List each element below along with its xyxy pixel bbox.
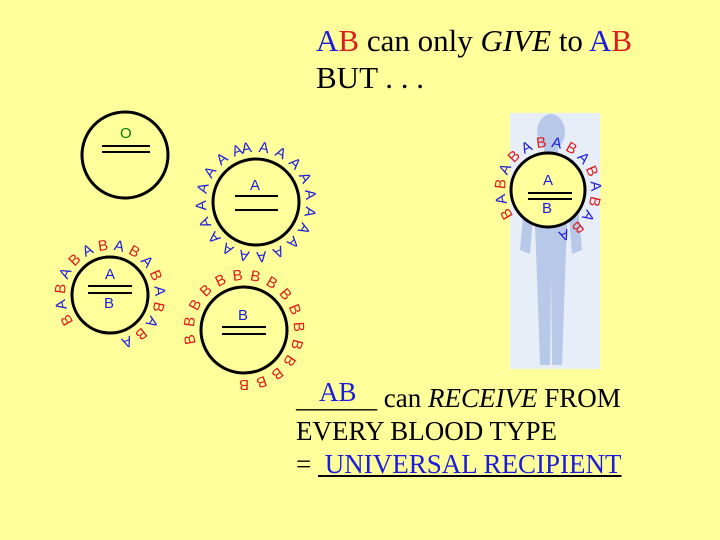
type-a-ring-a-glyph: A bbox=[301, 188, 319, 200]
type-a-ring-a-glyph: A bbox=[300, 205, 319, 218]
conclusion-every-blood-type: EVERY BLOOD TYPE bbox=[296, 416, 558, 446]
type-a-ring-a-glyph: A bbox=[270, 242, 286, 262]
type-b-ring-b-glyph: B bbox=[263, 273, 280, 293]
cell-o-label: O bbox=[120, 125, 132, 142]
cell-ab-left-label-b: B bbox=[104, 295, 114, 312]
ab-left-ring-a-glyph: A bbox=[79, 241, 96, 261]
conclusion-receive: RECEIVE bbox=[427, 383, 538, 413]
title-ab2-a: A bbox=[588, 23, 612, 58]
type-b-ring-b-glyph: B bbox=[254, 372, 269, 391]
ab-body-ring-a-glyph: A bbox=[586, 180, 604, 191]
ab-left-ring-b-glyph: B bbox=[65, 251, 84, 270]
type-a-ring-a-glyph: A bbox=[285, 154, 304, 173]
type-a-ring-a-glyph: A bbox=[272, 144, 289, 164]
cell-a-label: A bbox=[250, 177, 260, 194]
type-a-ring-a-glyph: A bbox=[219, 239, 236, 259]
type-b-ring-b-glyph: B bbox=[213, 271, 229, 291]
type-b-ring-b-glyph: B bbox=[290, 321, 308, 332]
type-b-ring-b-glyph: B bbox=[181, 316, 199, 328]
title-ab-a: A bbox=[316, 23, 339, 58]
cell-b-label: B bbox=[238, 307, 248, 324]
type-a-ring-a-glyph: A bbox=[196, 215, 216, 231]
title-but: BUT . . . bbox=[316, 60, 424, 95]
ab-left-ring-a-glyph: A bbox=[142, 313, 162, 331]
cell-ab-left-label-a: A bbox=[105, 266, 115, 283]
type-b-ring-b-glyph: B bbox=[268, 364, 286, 384]
type-b-ring-b-glyph: B bbox=[197, 281, 216, 300]
ab-body-ring-a-glyph: A bbox=[550, 134, 563, 153]
title-to: to bbox=[558, 23, 583, 58]
ab-body-ring-b-glyph: B bbox=[492, 178, 510, 190]
type-a-ring-a-glyph: A bbox=[213, 150, 231, 170]
ab-left-ring-a-glyph: A bbox=[150, 285, 168, 296]
universal-recipient: UNIVERSAL RECIPIENT bbox=[324, 449, 622, 479]
type-b-ring-b-glyph: B bbox=[276, 285, 295, 304]
ab-left-ring-b-glyph: B bbox=[97, 237, 109, 255]
cell-ab-body-label-b: B bbox=[542, 200, 552, 217]
type-a-ring-a-glyph: A bbox=[193, 200, 211, 211]
type-b-ring-b-glyph: B bbox=[287, 337, 306, 351]
type-a-ring-a-glyph: A bbox=[194, 181, 213, 195]
type-a-ring-a-glyph: A bbox=[237, 246, 250, 265]
conclusion-blank: ______ bbox=[296, 383, 377, 413]
ab-left-ring-a-glyph: A bbox=[56, 265, 76, 281]
ab-left-ring-b-glyph: B bbox=[57, 311, 77, 328]
type-a-ring-a-glyph: A bbox=[283, 232, 302, 251]
title-ab-b: B bbox=[338, 23, 360, 58]
type-a-ring-a-glyph: A bbox=[294, 220, 314, 237]
type-b-ring-b-glyph: B bbox=[232, 267, 244, 285]
title-ab2-b: B bbox=[611, 23, 633, 58]
type-a-ring-a-glyph: A bbox=[258, 139, 270, 157]
cell-type-o: O bbox=[80, 110, 170, 200]
type-b-ring-b-glyph: B bbox=[285, 302, 305, 318]
ab-left-ring-a-glyph: A bbox=[137, 252, 156, 271]
title-can-only: can only bbox=[366, 23, 473, 58]
conclusion-can: can bbox=[383, 383, 422, 413]
ab-body-ring-b-glyph: B bbox=[585, 195, 604, 209]
title-give: GIVE bbox=[480, 23, 552, 58]
type-a-ring-a-glyph: A bbox=[295, 170, 315, 187]
type-b-ring-b-glyph: B bbox=[181, 333, 199, 346]
ab-left-ring-a-glyph: A bbox=[52, 298, 71, 311]
ab-left-ring-b-glyph: B bbox=[52, 283, 70, 295]
ab-body-ring-b-glyph: B bbox=[535, 134, 547, 152]
ab-left-ring-a-glyph: A bbox=[119, 332, 134, 351]
ab-left-ring-b-glyph: B bbox=[149, 300, 168, 314]
conclusion-equals: = bbox=[296, 449, 318, 479]
type-b-ring-b-glyph: B bbox=[249, 267, 262, 286]
type-b-ring-b-glyph: B bbox=[239, 376, 249, 393]
cell-ab-body-label-a: A bbox=[543, 172, 553, 189]
type-b-ring-b-glyph: B bbox=[279, 352, 299, 370]
type-a-ring-a-glyph: A bbox=[201, 163, 221, 181]
universal-recipient-underline: UNIVERSAL RECIPIENT bbox=[318, 449, 622, 479]
conclusion-text: ______AB can RECEIVE FROM EVERY BLOOD TY… bbox=[296, 377, 622, 479]
slide-title: AB can only GIVE to AB BUT . . . bbox=[316, 22, 632, 96]
ab-left-ring-b-glyph: B bbox=[126, 242, 143, 262]
ab-body-ring-a-glyph: A bbox=[492, 193, 511, 206]
type-a-ring-a-glyph: A bbox=[205, 228, 224, 247]
ab-left-ring-a-glyph: A bbox=[113, 237, 126, 256]
conclusion-from: FROM bbox=[544, 383, 621, 413]
ab-left-ring-b-glyph: B bbox=[146, 267, 166, 283]
ab-left-ring-b-glyph: B bbox=[132, 324, 150, 344]
type-b-ring-b-glyph: B bbox=[186, 297, 206, 314]
type-a-ring-a-glyph: A bbox=[240, 139, 253, 157]
type-a-ring-a-glyph: A bbox=[256, 247, 268, 265]
